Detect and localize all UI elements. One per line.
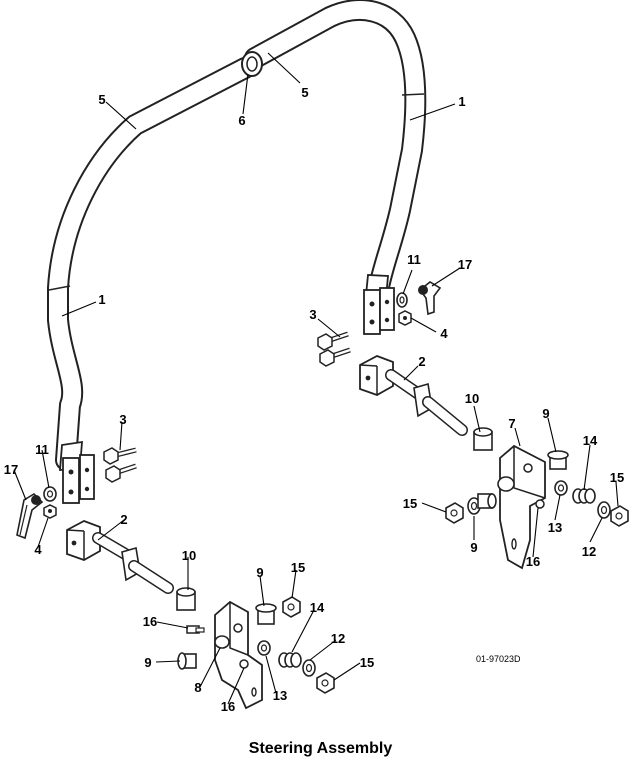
callout-13: 13 [548, 520, 562, 535]
grip-coupler [241, 51, 263, 77]
callout-4: 4 [34, 542, 42, 557]
callout-15: 15 [360, 655, 374, 670]
callout-7: 7 [508, 416, 515, 431]
callout-17: 17 [458, 257, 472, 272]
callout-4: 4 [440, 326, 448, 341]
callout-3: 3 [309, 307, 316, 322]
washer-left-11 [43, 486, 57, 502]
callout-9: 9 [144, 655, 151, 670]
bolts-right [317, 331, 351, 367]
lever-knob-left-17 [16, 492, 44, 540]
washer-left-12 [302, 659, 316, 677]
left-tube-mount [59, 440, 95, 504]
callout-9: 9 [470, 540, 477, 555]
frame-tube-left [47, 57, 256, 471]
callout-10: 10 [182, 548, 196, 563]
callout-16: 16 [143, 614, 157, 629]
pivot-plate-left-8 [214, 600, 263, 710]
callout-9: 9 [256, 565, 263, 580]
nut-left-15b [316, 672, 335, 694]
frame-tube-right [244, 0, 427, 303]
callout-12: 12 [331, 631, 345, 646]
callout-2: 2 [120, 512, 127, 527]
callout-5: 5 [301, 85, 308, 100]
washer-right-12 [597, 501, 611, 519]
callout-12: 12 [582, 544, 596, 559]
callout-2: 2 [418, 354, 425, 369]
callout-15: 15 [291, 560, 305, 575]
callout-1: 1 [458, 94, 465, 109]
callout-5: 5 [98, 92, 105, 107]
pivot-plate-right-7 [497, 444, 546, 570]
nut-left-15a [282, 596, 301, 618]
washer-right-9b [467, 497, 481, 515]
bushing-right-9c [477, 493, 497, 509]
callout-1: 1 [98, 292, 105, 307]
pivot-bracket-left-2 [66, 520, 174, 594]
nut-left-4 [43, 504, 57, 519]
callout-17: 17 [4, 462, 18, 477]
nut-right-15a [610, 505, 629, 527]
bushing-right-9a [547, 450, 569, 470]
bolts-left [103, 447, 137, 483]
callout-9: 9 [542, 406, 549, 421]
callout-16: 16 [526, 554, 540, 569]
washer-right-11 [396, 292, 408, 308]
leader-lines [13, 52, 619, 705]
callout-15: 15 [610, 470, 624, 485]
spring-left-14 [278, 652, 302, 668]
callout-6: 6 [238, 113, 245, 128]
bushing-right-10 [473, 427, 493, 451]
callout-11: 11 [35, 442, 49, 457]
washer-right-13 [554, 480, 568, 496]
nut-right-4 [398, 310, 412, 326]
callout-13: 13 [273, 688, 287, 703]
lever-knob-right-17 [418, 281, 442, 316]
part-callouts: 5 6 5 1 1 11 17 3 4 2 10 9 7 14 15 15 13… [4, 85, 624, 714]
drawing-reference-number: 01-97023D [476, 654, 521, 664]
spring-right-14 [572, 488, 596, 504]
nut-right-15b [445, 502, 464, 524]
bushing-left-10 [176, 587, 196, 611]
callout-10: 10 [465, 391, 479, 406]
callout-14: 14 [310, 600, 325, 615]
washer-left-13 [257, 640, 271, 656]
bushing-left-9b [177, 652, 197, 670]
callout-11: 11 [407, 252, 421, 267]
callout-14: 14 [583, 433, 598, 448]
bushing-left-9a [255, 603, 277, 625]
pivot-bracket-right-2 [359, 355, 468, 436]
diagram-title: Steering Assembly [248, 740, 393, 757]
callout-15: 15 [403, 496, 417, 511]
right-tube-mount [363, 274, 395, 335]
callout-8: 8 [194, 680, 201, 695]
callout-3: 3 [119, 412, 126, 427]
bolt-left-16a [186, 625, 205, 634]
callout-16: 16 [221, 699, 235, 714]
